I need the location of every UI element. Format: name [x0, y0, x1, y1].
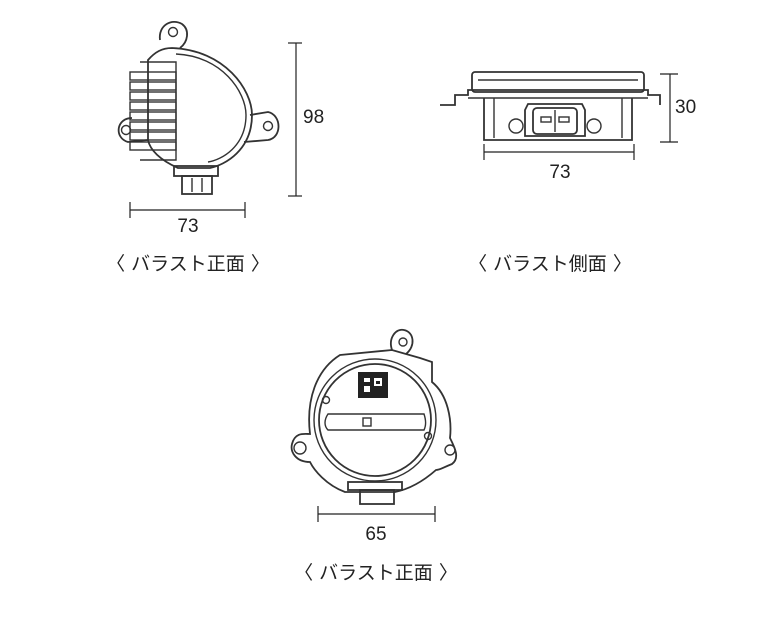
front-view-bottom: 65 〈 バラスト正面 〉 — [290, 328, 458, 584]
heatsink-fins — [129, 61, 177, 161]
front-view-top: 73 98 〈 バラスト正面 〉 — [106, 20, 324, 275]
width-dimension-side: 73 — [483, 144, 635, 183]
connector-front-bottom — [347, 481, 403, 505]
front-top-width-label: 73 — [177, 216, 198, 237]
connector-front-top — [173, 165, 219, 195]
side-view: 73 30 〈 バラスト側面 〉 — [440, 71, 696, 275]
height-dimension-front-top: 98 — [288, 42, 324, 197]
side-width-label: 73 — [549, 162, 570, 183]
height-dimension-side: 30 — [660, 73, 696, 143]
front-bottom-width-label: 65 — [365, 524, 386, 545]
front-top-height-label: 98 — [303, 107, 324, 128]
side-caption: 〈 バラスト側面 〉 — [468, 253, 632, 275]
label-chip — [358, 372, 388, 398]
front-bottom-caption: 〈 バラスト正面 〉 — [294, 562, 458, 584]
side-height-label: 30 — [675, 97, 696, 118]
front-top-caption: 〈 バラスト正面 〉 — [106, 253, 270, 275]
width-dimension-front-top: 73 — [129, 202, 246, 237]
width-dimension-front-bottom: 65 — [317, 506, 436, 545]
connector-side — [508, 103, 602, 137]
